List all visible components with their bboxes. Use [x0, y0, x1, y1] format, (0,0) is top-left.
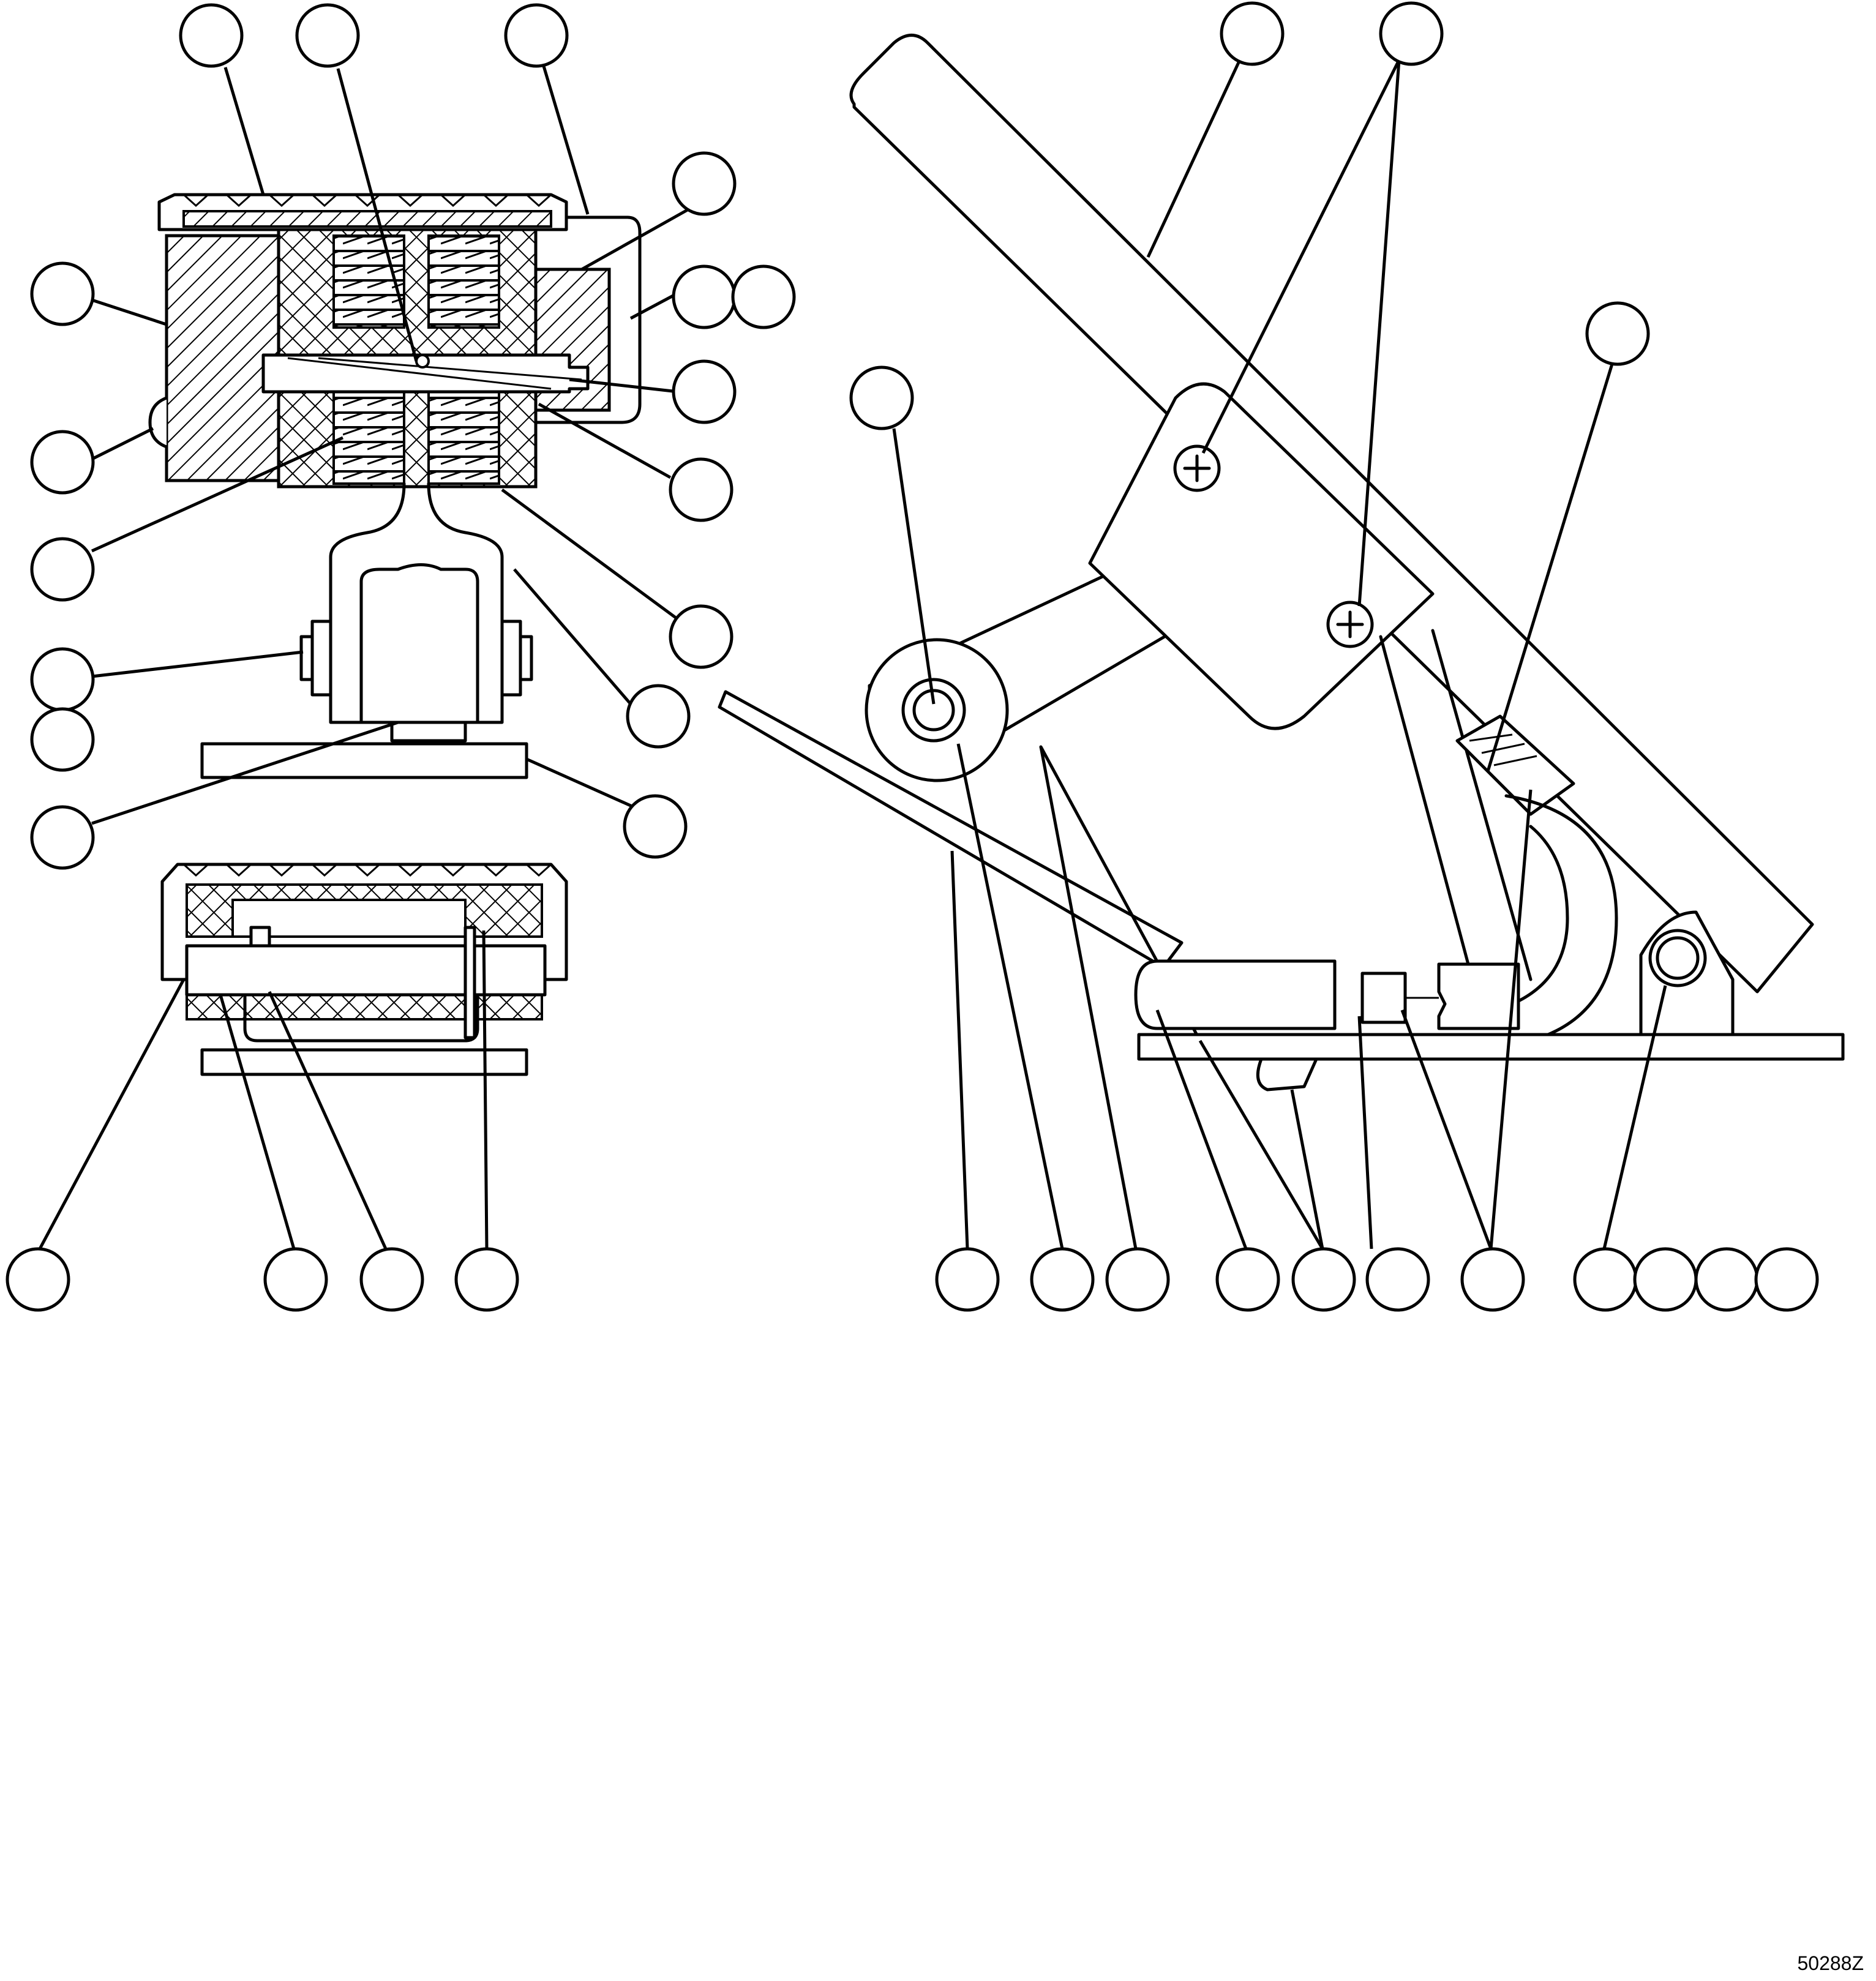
callout-balloon	[849, 365, 914, 430]
callout-balloon	[1573, 1247, 1638, 1312]
pedal-top-view	[160, 863, 568, 1076]
pedal-side-view	[718, 34, 1845, 1092]
callout-balloon	[1633, 1247, 1698, 1312]
callout-balloon	[1379, 1, 1444, 66]
drawing-number: 50288Z	[1797, 1952, 1864, 1974]
callout-balloon	[359, 1247, 424, 1312]
callout-balloon	[263, 1247, 328, 1312]
callout-balloons	[6, 1, 1819, 1312]
callout-balloon	[1754, 1247, 1819, 1312]
callout-balloon	[1365, 1247, 1430, 1312]
callout-balloon	[6, 1247, 70, 1312]
callout-balloon	[672, 264, 737, 329]
callout-balloon	[504, 3, 569, 68]
callout-balloon	[1030, 1247, 1095, 1312]
callout-balloon	[731, 264, 796, 329]
callout-balloon	[1694, 1247, 1759, 1312]
callout-balloon	[669, 604, 734, 669]
callout-balloon	[1215, 1247, 1280, 1312]
callout-balloon	[1460, 1247, 1525, 1312]
callout-balloon	[179, 3, 244, 68]
callout-balloon	[1585, 301, 1650, 366]
leader-lines	[38, 59, 1667, 1250]
callout-balloon	[626, 684, 691, 749]
callout-balloon	[1291, 1247, 1356, 1312]
callout-balloon	[454, 1247, 519, 1312]
callout-balloon	[30, 707, 95, 772]
callout-balloon	[623, 794, 688, 859]
callout-balloon	[935, 1247, 1000, 1312]
callout-balloon	[30, 261, 95, 326]
pedal-section-view	[148, 193, 642, 779]
callout-balloon	[30, 537, 95, 602]
callout-balloon	[1105, 1247, 1170, 1312]
callout-balloon	[30, 805, 95, 870]
callout-balloon	[669, 457, 734, 522]
callout-balloon	[30, 430, 95, 495]
callout-balloon	[30, 647, 95, 712]
callout-balloon	[295, 3, 360, 68]
callout-balloon	[672, 151, 737, 216]
callout-balloon	[672, 359, 737, 424]
callout-balloon	[1220, 1, 1285, 66]
